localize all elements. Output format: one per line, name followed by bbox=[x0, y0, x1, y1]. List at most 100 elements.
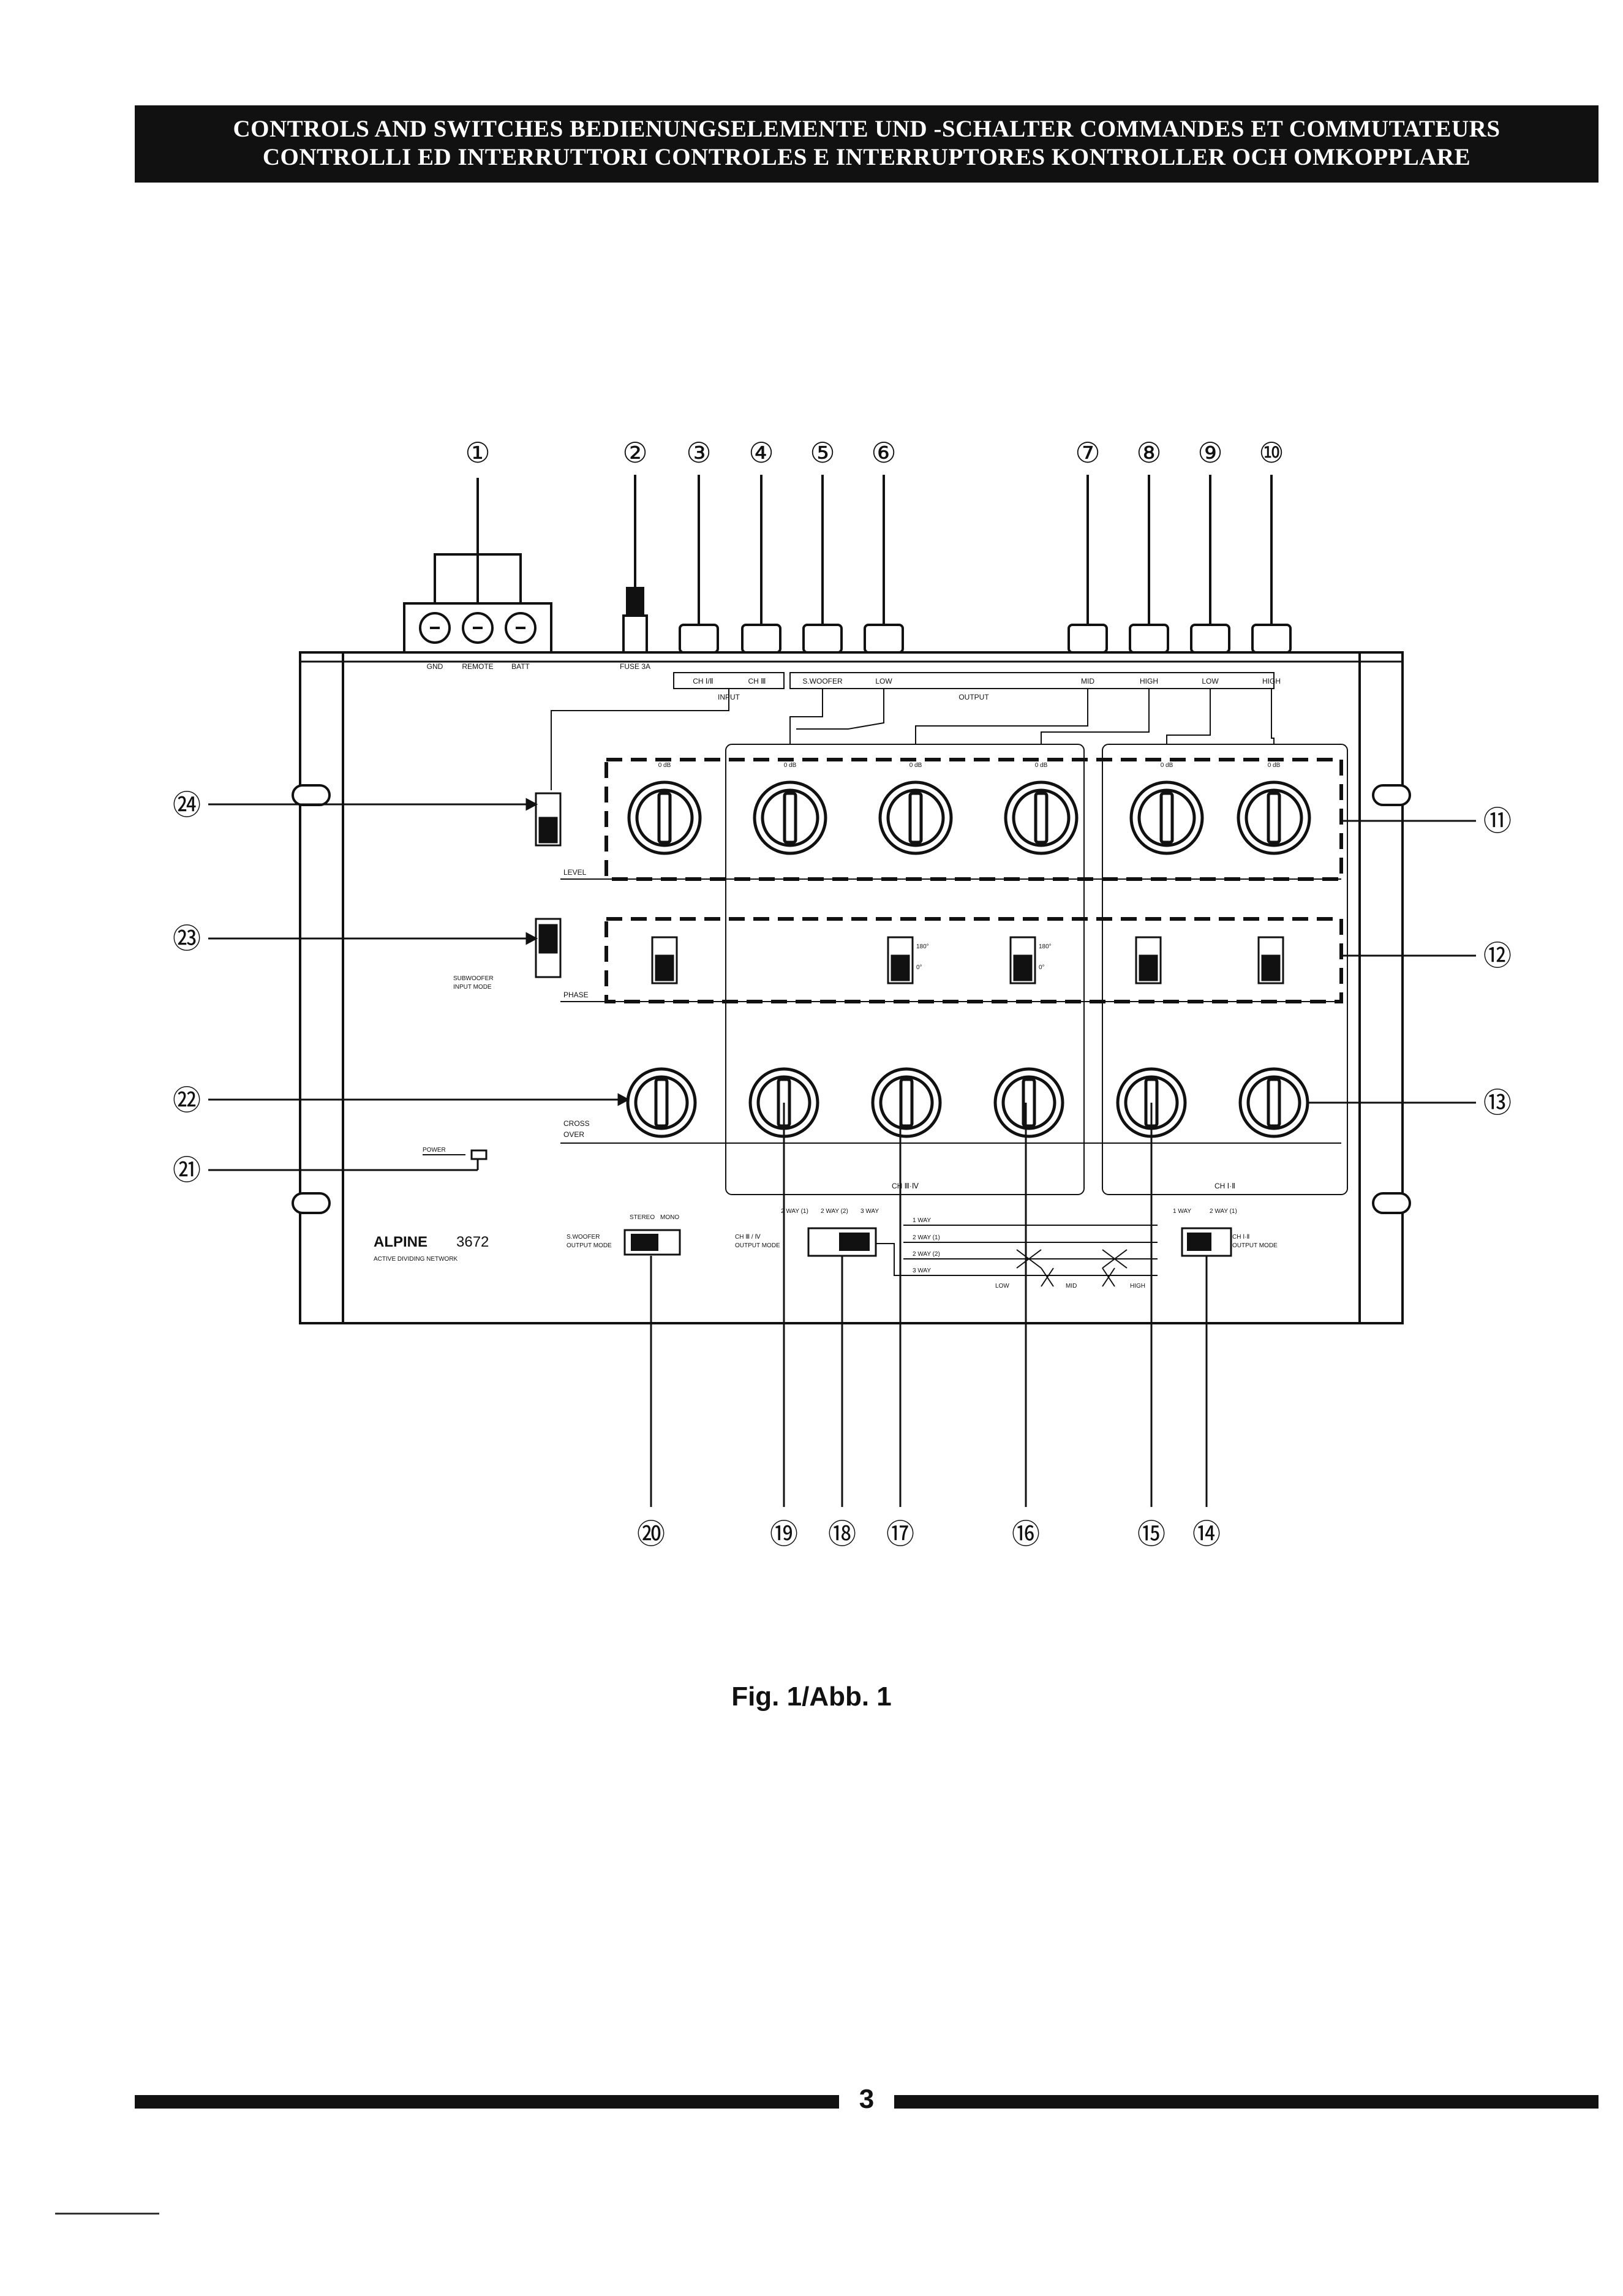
label-ch-group-left: CH Ⅲ·Ⅳ bbox=[892, 1182, 919, 1190]
callouts-top: ① ② ③ ④ ⑤ ⑥ ⑦ ⑧ ⑨ ⑩ bbox=[465, 437, 1284, 469]
label-output-swoofer: S.WOOFER bbox=[802, 677, 843, 685]
label-phase: PHASE bbox=[563, 991, 589, 999]
callout-9: ⑨ bbox=[1197, 437, 1222, 469]
ch12-output-mode-switch[interactable] bbox=[1181, 1227, 1232, 1257]
callout-15: ⑮ bbox=[1137, 1518, 1165, 1550]
margin-scan-mark bbox=[55, 2213, 159, 2215]
callout-12: ⑫ bbox=[1483, 940, 1512, 972]
callout-5: ⑤ bbox=[810, 437, 835, 469]
level-section: LEVEL 0 dB 0 dB 0 dB 0 dB 0 dB 0 dB bbox=[560, 758, 1343, 881]
label-input-ch3: CH Ⅲ bbox=[748, 677, 766, 685]
crossover-knobs bbox=[626, 1067, 1309, 1138]
terminal-block bbox=[403, 478, 552, 654]
phase-switch-3[interactable] bbox=[887, 936, 914, 984]
ch3-output-mode: CH Ⅲ / Ⅳ OUTPUT MODE 2 WAY (1) 2 WAY (2)… bbox=[735, 1208, 879, 1257]
label-2way-1: 2 WAY (1) bbox=[781, 1208, 808, 1215]
label-mono: MONO bbox=[660, 1214, 679, 1221]
label-subwoofer-input-mode-1: SUBWOOFER bbox=[453, 975, 494, 982]
callout-7: ⑦ bbox=[1075, 437, 1100, 469]
phase-switch-1[interactable] bbox=[651, 936, 678, 984]
label-output-high2: HIGH bbox=[1262, 677, 1281, 685]
phase-switch-4[interactable] bbox=[1009, 936, 1036, 984]
callout-8: ⑧ bbox=[1136, 437, 1161, 469]
level-knob-3[interactable] bbox=[878, 780, 953, 855]
level-knob-6[interactable] bbox=[1237, 780, 1311, 855]
brand-block: ALPINE 3672 ACTIVE DIVIDING NETWORK bbox=[374, 1234, 489, 1263]
level-knob-5[interactable] bbox=[1129, 780, 1204, 855]
label-ch12-output-1: CH Ⅰ·Ⅱ bbox=[1232, 1234, 1249, 1241]
label-swoofer-output-2: OUTPUT MODE bbox=[567, 1242, 612, 1249]
callout-17: ⑰ bbox=[886, 1518, 914, 1550]
label-power: POWER bbox=[423, 1147, 446, 1154]
level-knob-2[interactable] bbox=[753, 780, 827, 855]
label-ch3-output-1: CH Ⅲ / Ⅳ bbox=[735, 1234, 761, 1241]
label-ch-group-right: CH Ⅰ·Ⅱ bbox=[1214, 1182, 1235, 1190]
level3-zero: 0 dB bbox=[909, 762, 922, 769]
label-input-ch12: CH Ⅰ/Ⅱ bbox=[693, 677, 713, 685]
product-name: ACTIVE DIVIDING NETWORK bbox=[374, 1256, 458, 1263]
level-knob-4[interactable] bbox=[1004, 780, 1079, 855]
section-header-banner: CONTROLS AND SWITCHES BEDIENUNGSELEMENTE… bbox=[135, 105, 1599, 183]
level-knobs bbox=[627, 780, 1311, 855]
callout-3: ③ bbox=[686, 437, 711, 469]
level5-zero: 0 dB bbox=[1161, 762, 1173, 769]
crossover-knob-4[interactable] bbox=[993, 1067, 1064, 1138]
footer-rule-left bbox=[135, 2095, 839, 2109]
phase-section: PHASE 180° 0° 180° 0° bbox=[560, 917, 1343, 1003]
label-1way: 1 WAY bbox=[913, 1217, 931, 1224]
callout-16: ⑯ bbox=[1012, 1518, 1040, 1550]
phase4-180: 180° bbox=[1039, 943, 1052, 950]
label-mode-high: HIGH bbox=[1130, 1283, 1145, 1290]
chassis bbox=[292, 651, 1411, 1324]
phase-switch-6[interactable] bbox=[1257, 936, 1284, 984]
callout-10: ⑩ bbox=[1259, 437, 1284, 469]
callout-1: ① bbox=[465, 437, 490, 469]
phase4-0: 0° bbox=[1039, 964, 1045, 971]
crossover-knob-3[interactable] bbox=[871, 1067, 942, 1138]
crossover-knob-6[interactable] bbox=[1238, 1067, 1309, 1138]
label-swoofer-output-1: S.WOOFER bbox=[567, 1234, 600, 1241]
label-output-low: LOW bbox=[875, 677, 892, 685]
brand-logo: ALPINE bbox=[374, 1234, 427, 1250]
callout-23: ㉓ bbox=[173, 923, 201, 954]
output-mode-diagram bbox=[876, 1225, 1158, 1287]
subwoofer-input-mode-switch[interactable] bbox=[535, 918, 562, 978]
level2-zero: 0 dB bbox=[784, 762, 797, 769]
callouts-bottom: ⑳ ⑲ ⑱ ⑰ ⑯ ⑮ ⑭ bbox=[637, 1518, 1221, 1550]
label-ch12-output-2: OUTPUT MODE bbox=[1232, 1242, 1278, 1249]
swoofer-output-mode-switch[interactable] bbox=[623, 1229, 681, 1256]
level4-zero: 0 dB bbox=[1035, 762, 1048, 769]
label-mode-low: LOW bbox=[995, 1283, 1009, 1290]
label-level: LEVEL bbox=[563, 868, 587, 877]
input-mode-switch[interactable] bbox=[535, 792, 562, 847]
label-stereo: STEREO bbox=[630, 1214, 655, 1221]
phase3-0: 0° bbox=[916, 964, 922, 971]
label-remote: REMOTE bbox=[462, 662, 493, 671]
swoofer-output-mode: S.WOOFER OUTPUT MODE STEREO MONO bbox=[567, 1214, 681, 1256]
label-mode-3way: 3 WAY bbox=[913, 1267, 931, 1274]
ch3-output-mode-switch[interactable] bbox=[807, 1227, 877, 1257]
level-knob-1[interactable] bbox=[627, 780, 702, 855]
phase-switch-5[interactable] bbox=[1135, 936, 1162, 984]
label-fuse: FUSE 3A bbox=[620, 662, 650, 671]
label-gnd: GND bbox=[427, 662, 443, 671]
crossover-knob-1[interactable] bbox=[626, 1067, 697, 1138]
label-2way-2: 2 WAY (2) bbox=[821, 1208, 848, 1215]
label-mode-mid: MID bbox=[1066, 1283, 1077, 1290]
footer-rule-right bbox=[894, 2095, 1599, 2109]
header-line-2: CONTROLLI ED INTERRUTTORI CONTROLES E IN… bbox=[262, 144, 1471, 170]
fuse-holder bbox=[622, 475, 648, 654]
label-2way-b: 2 WAY (1) bbox=[1210, 1208, 1237, 1215]
crossover-section: CROSS OVER bbox=[560, 1119, 1341, 1144]
panel-top-labels: GND REMOTE BATT FUSE 3A CH Ⅰ/Ⅱ CH Ⅲ INPU… bbox=[427, 662, 1281, 701]
callout-21: ㉑ bbox=[173, 1154, 201, 1186]
internal-leader-lines bbox=[551, 689, 1275, 790]
label-output-low2: LOW bbox=[1202, 677, 1219, 685]
label-output-high: HIGH bbox=[1140, 677, 1158, 685]
label-mode-2way-1: 2 WAY (1) bbox=[913, 1234, 940, 1241]
label-ch3-output-2: OUTPUT MODE bbox=[735, 1242, 780, 1249]
callout-4: ④ bbox=[748, 437, 774, 469]
output-mode-labels: 1 WAY 2 WAY (1) 2 WAY (2) 3 WAY LOW MID … bbox=[913, 1217, 1145, 1290]
callout-19: ⑲ bbox=[770, 1518, 798, 1550]
